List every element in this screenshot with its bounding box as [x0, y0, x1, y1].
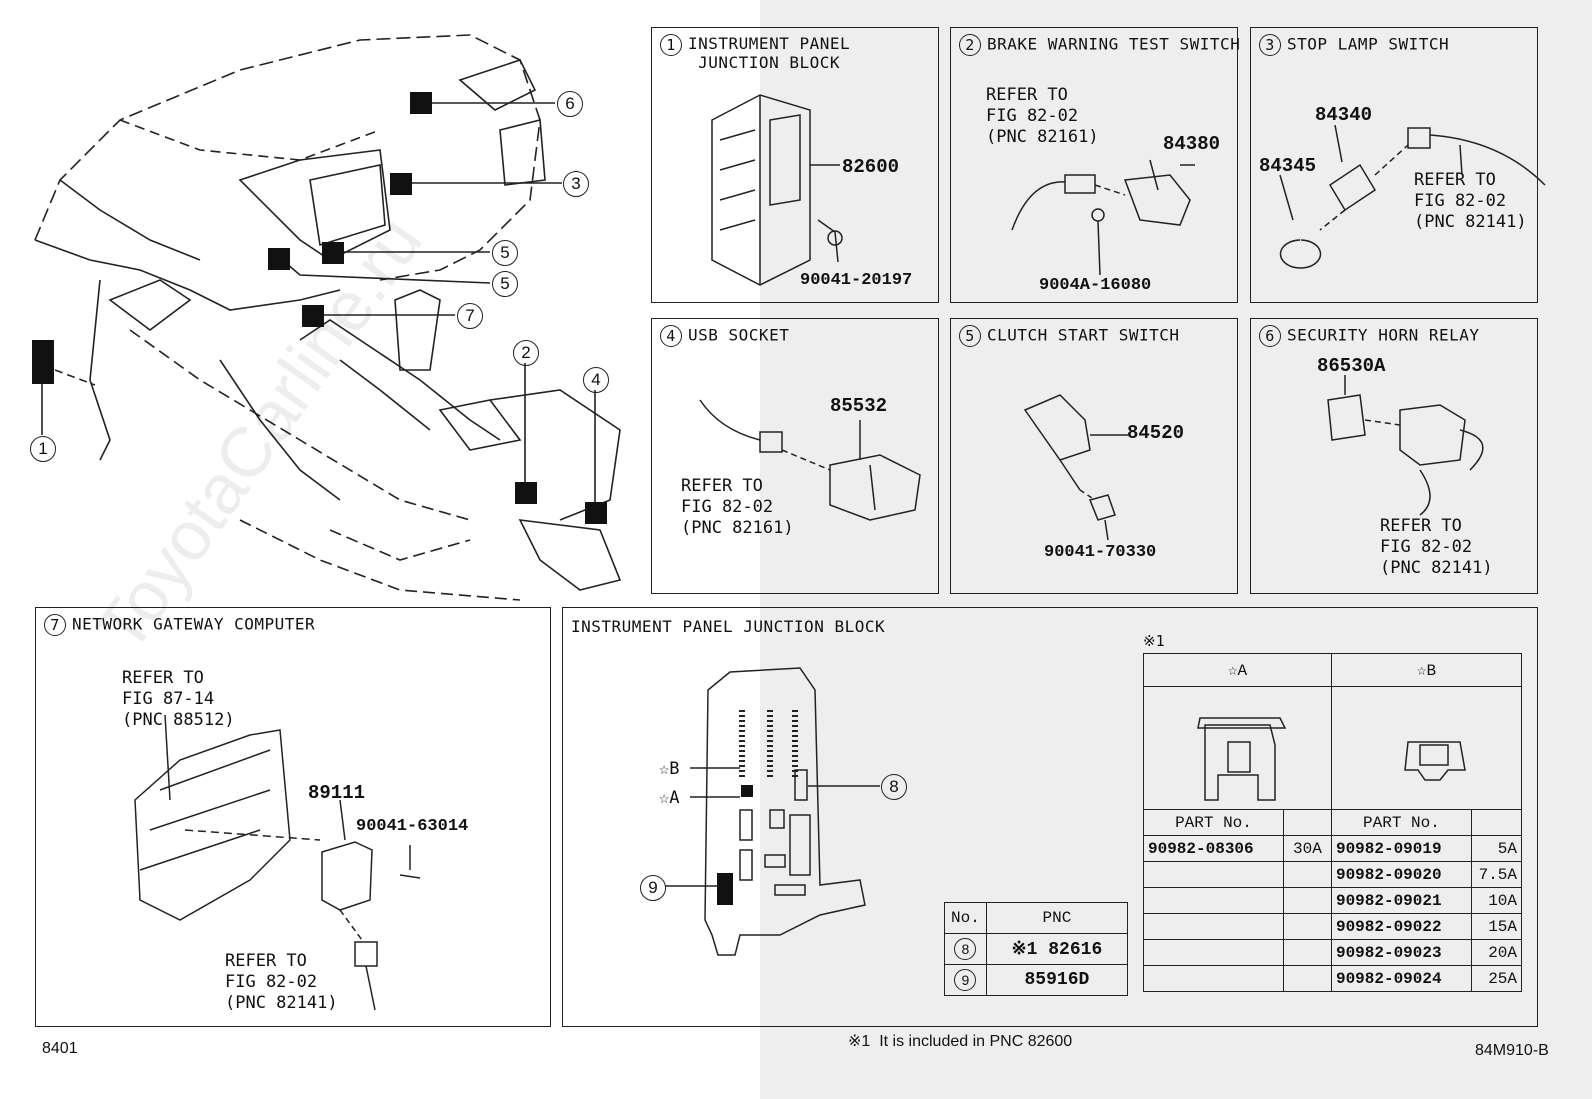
part-number: 82600 — [842, 156, 900, 178]
overview-callout-2: 2 — [513, 340, 539, 366]
panel-clutch-start-switch: 5 CLUTCH START SWITCH 84520 90041-70330 — [950, 318, 1238, 594]
panel-title: BRAKE WARNING TEST SWITCH — [987, 34, 1241, 54]
callout-8: 8 — [881, 774, 907, 800]
panel-title: USB SOCKET — [688, 325, 790, 345]
fuse-a-amp — [1282, 861, 1332, 888]
panel-title: STOP LAMP SWITCH — [1287, 34, 1450, 54]
part-number: 85532 — [830, 395, 888, 417]
panel-stop-lamp-switch: 3 STOP LAMP SWITCH REFER TO FIG 82-02 (PN… — [1250, 27, 1538, 303]
pnc-row-no: 9 — [954, 969, 977, 991]
part-number: 86530A — [1317, 355, 1386, 377]
refer-note: REFER TO FIG 82-02 (PNC 82161) — [681, 476, 794, 538]
panel-title: INSTRUMENT PANEL JUNCTION BLOCK — [688, 34, 851, 72]
fuse-b-part: 90982-09022 — [1330, 913, 1472, 940]
callout-9: 9 — [640, 875, 666, 901]
panel-network-gateway-computer: 7 NETWORK GATEWAY COMPUTER REFER TO FIG 8… — [35, 607, 551, 1027]
part-number: 90041-70330 — [1044, 543, 1157, 562]
fuse-b-amp: 7.5A — [1470, 861, 1523, 888]
fuse-b-part: 90982-09019 — [1330, 835, 1472, 862]
pnc-header-pnc: PNC — [985, 902, 1129, 934]
panel-usb-socket: 4 USB SOCKET REFER TO FIG 82-02 (PNC 8216… — [651, 318, 939, 594]
fuse-b-image-cell — [1330, 686, 1523, 810]
panel-number: 2 — [959, 34, 981, 56]
overview-callout-5b: 5 — [492, 271, 518, 297]
overview-callout-1: 1 — [30, 436, 56, 462]
fuse-b-part: 90982-09021 — [1330, 887, 1472, 914]
panel-number: 3 — [1259, 34, 1281, 56]
fuse-b-part: 90982-09023 — [1330, 939, 1472, 966]
fuse-a-part — [1143, 913, 1284, 940]
part-number: 9004A-16080 — [1039, 276, 1152, 295]
panel-number: 6 — [1259, 325, 1281, 347]
fuse-b-part: 90982-09024 — [1330, 965, 1472, 992]
overview-callout-6: 6 — [557, 91, 583, 117]
fuse-a-part: 90982-08306 — [1143, 835, 1284, 862]
fuse-b-amp: 20A — [1470, 939, 1523, 966]
panel-title: INSTRUMENT PANEL JUNCTION BLOCK — [571, 617, 886, 636]
panel-title: NETWORK GATEWAY COMPUTER — [72, 614, 316, 634]
fuse-b-amp: 25A — [1470, 965, 1523, 992]
fuse-col-a-header: ☆A — [1143, 653, 1332, 687]
fuse-col-b-header: ☆B — [1330, 653, 1523, 687]
footer-left-code: 8401 — [42, 1040, 78, 1057]
fuse-b-amp: 10A — [1470, 887, 1523, 914]
part-no-header: PART No. — [1330, 809, 1472, 836]
refer-note: REFER TO FIG 82-02 (PNC 82141) — [1414, 170, 1527, 232]
refer-note-bottom: REFER TO FIG 82-02 (PNC 82141) — [225, 951, 338, 1013]
fuse-a-amp — [1282, 913, 1332, 940]
note-mark: ※1 — [1143, 632, 1165, 650]
fuse-a-amp: 30A — [1282, 835, 1332, 862]
pnc-table: No. PNC 8 ※1 82616 9 85916D — [944, 902, 1129, 996]
fuse-table: ☆A ☆B PART No. PART No. 90982-08306 30A … — [1143, 653, 1523, 992]
panel-number: 4 — [660, 325, 682, 347]
overview-callout-5a: 5 — [492, 240, 518, 266]
part-number: 89111 — [308, 782, 366, 804]
fuse-b-amp: 5A — [1470, 835, 1523, 862]
refer-note: REFER TO FIG 82-02 (PNC 82141) — [1380, 516, 1493, 578]
part-number: 84345 — [1259, 155, 1317, 177]
fuse-a-part — [1143, 861, 1284, 888]
fuse-a-part — [1143, 939, 1284, 966]
panel-number: 1 — [660, 34, 682, 56]
panel-security-horn-relay: 6 SECURITY HORN RELAY 86530A REFER TO FIG… — [1250, 318, 1538, 594]
overview-callout-7: 7 — [457, 303, 483, 329]
panel-title: SECURITY HORN RELAY — [1287, 325, 1480, 345]
pnc-row-value: ※1 82616 — [985, 933, 1129, 965]
part-number: 84380 — [1163, 133, 1221, 155]
overview-callout-3: 3 — [563, 171, 589, 197]
overview-callout-4: 4 — [583, 367, 609, 393]
part-number: 84340 — [1315, 104, 1373, 126]
fuse-b-amp: 15A — [1470, 913, 1523, 940]
fuse-a-part — [1143, 965, 1284, 992]
panel-instrument-panel-junction-block: 1 INSTRUMENT PANEL JUNCTION BLOCK 82600 9… — [651, 27, 939, 303]
part-number: 90041-20197 — [800, 271, 913, 290]
pnc-row-no: 8 — [954, 938, 977, 960]
panel-number: 7 — [44, 614, 66, 636]
fuse-a-amp — [1282, 965, 1332, 992]
refer-note: REFER TO FIG 82-02 (PNC 82161) — [986, 85, 1099, 147]
footer-figure-code: 84M910-B — [1475, 1042, 1549, 1059]
fuse-a-amp — [1282, 887, 1332, 914]
panel-number: 5 — [959, 325, 981, 347]
star-a-label: ☆A — [659, 788, 680, 808]
panel-title: CLUTCH START SWITCH — [987, 325, 1180, 345]
fuse-a-image-cell — [1143, 686, 1332, 810]
part-number: 90041-63014 — [356, 817, 469, 836]
location-markers — [32, 92, 607, 524]
pnc-header-no: No. — [944, 902, 987, 934]
part-number: 84520 — [1127, 422, 1185, 444]
fuse-a-amp — [1282, 939, 1332, 966]
pnc-row-value: 85916D — [985, 964, 1129, 996]
star-b-label: ☆B — [659, 759, 680, 779]
refer-note-top: REFER TO FIG 87-14 (PNC 88512) — [122, 668, 235, 730]
part-no-header: PART No. — [1143, 809, 1284, 836]
fuse-a-part — [1143, 887, 1284, 914]
fuse-b-part: 90982-09020 — [1330, 861, 1472, 888]
panel-junction-block-detail: INSTRUMENT PANEL JUNCTION BLOCK ☆B ☆A 8 … — [562, 607, 1538, 1027]
panel-brake-warning-test-switch: 2 BRAKE WARNING TEST SWITCH REFER TO FIG … — [950, 27, 1241, 303]
footer-note: ※1 It is included in PNC 82600 — [848, 1033, 1073, 1050]
